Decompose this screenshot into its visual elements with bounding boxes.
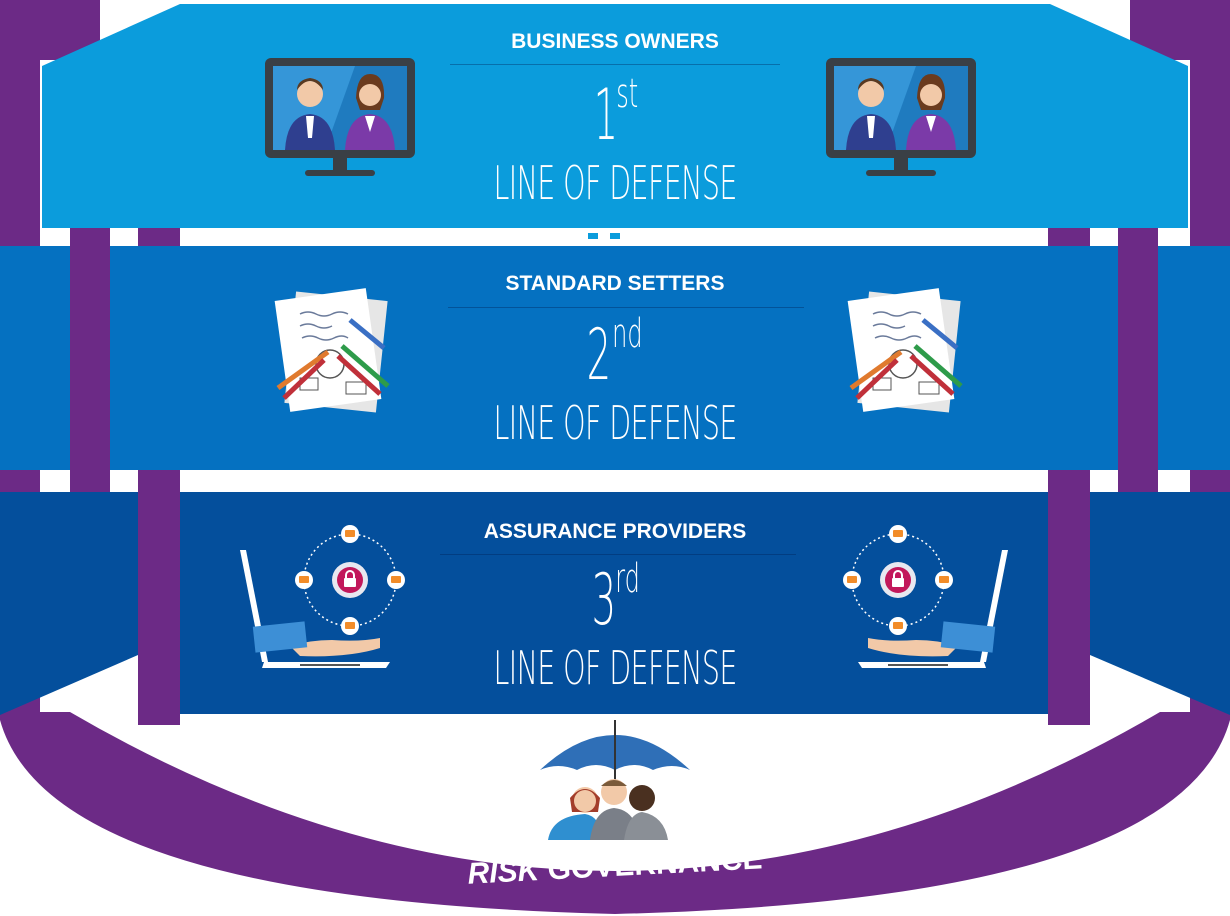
tier1-label: LINE OF DEFENSE — [493, 156, 737, 210]
tier3-ordinal-suffix: rd — [614, 556, 640, 602]
frame-left-inner-overlay — [70, 246, 110, 470]
tier3-band-left — [0, 492, 138, 715]
tier2-label: LINE OF DEFENSE — [493, 396, 737, 450]
tier3-band-right — [1090, 492, 1230, 715]
tier2-divider — [448, 307, 804, 308]
tier3-label: LINE OF DEFENSE — [493, 641, 737, 695]
tier2-ordinal-suffix: nd — [612, 311, 643, 357]
tier3-ordinal-number: 3 — [591, 559, 616, 641]
governance-arch — [0, 712, 1230, 914]
risk-governance-prefix: RISK — [466, 853, 541, 891]
tier1-ordinal-number: 1 — [594, 74, 618, 156]
tier1-ordinal: 1st — [0, 74, 1230, 156]
tier3-ordinal: 3rd — [0, 559, 1230, 641]
tier2-ordinal-number: 2 — [586, 314, 611, 396]
tier2-title: STANDARD SETTERS — [505, 272, 725, 295]
tier3-divider — [440, 554, 796, 555]
tier1-ordinal-suffix: st — [616, 71, 639, 117]
tier1-divider — [450, 64, 780, 65]
tier2-ordinal: 2nd — [0, 314, 1230, 396]
umbrella-team-icon — [540, 720, 690, 840]
tier3-title: ASSURANCE PROVIDERS — [483, 520, 747, 543]
connector-dot — [610, 233, 620, 239]
frame-right-inner-overlay — [1118, 246, 1158, 470]
connector-dot — [588, 233, 598, 239]
tier1-title: BUSINESS OWNERS — [511, 30, 719, 53]
